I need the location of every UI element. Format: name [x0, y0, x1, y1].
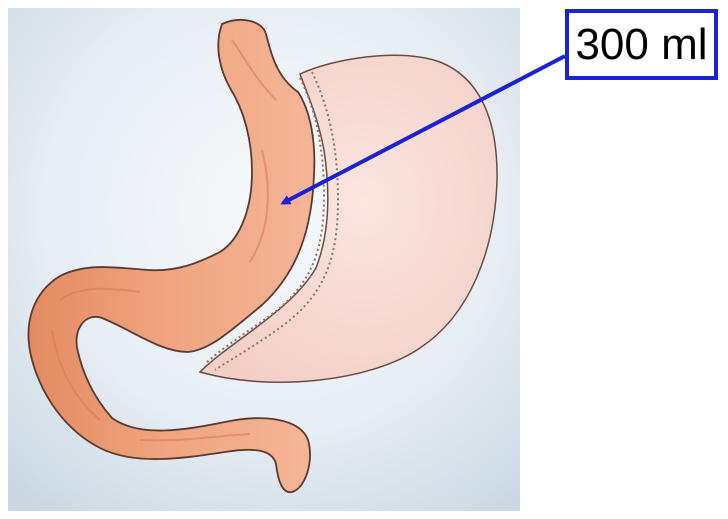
volume-label: 300 ml [565, 9, 718, 80]
